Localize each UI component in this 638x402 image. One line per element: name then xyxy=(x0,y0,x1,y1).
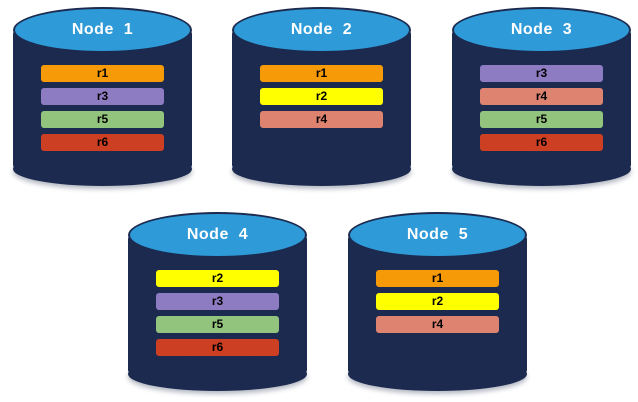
node-title: Node 1 xyxy=(71,21,134,38)
cylinder-top xyxy=(452,7,631,53)
replica-bar[interactable]: r1 xyxy=(260,65,383,82)
database-node-cylinder[interactable]: Node 2 r1 r2 r4 xyxy=(232,7,411,186)
database-node-cylinder[interactable]: Node 5 r1 r2 r4 xyxy=(348,212,527,391)
replica-bar[interactable]: r3 xyxy=(156,293,279,310)
replica-list: r1 r3 r5 r6 xyxy=(13,65,192,151)
database-node-cylinder[interactable]: Node 4 r2 r3 r5 r6 xyxy=(128,212,307,391)
node-title: Node 5 xyxy=(406,226,469,243)
cylinder-bottom xyxy=(348,357,527,391)
node-title: Node 4 xyxy=(186,226,249,243)
cylinder-top xyxy=(232,7,411,53)
cylinder-top xyxy=(348,212,527,258)
cylinder-top xyxy=(128,212,307,258)
replica-bar[interactable]: r5 xyxy=(156,316,279,333)
replica-bar[interactable]: r1 xyxy=(376,270,499,287)
replica-bar[interactable]: r3 xyxy=(41,88,164,105)
replica-bar[interactable]: r6 xyxy=(480,134,603,151)
replica-bar[interactable]: r4 xyxy=(376,316,499,333)
node-title: Node 3 xyxy=(510,21,573,38)
replica-list: r3 r4 r5 r6 xyxy=(452,65,631,151)
replica-list: r1 r2 r4 xyxy=(348,270,527,333)
replica-bar[interactable]: r2 xyxy=(260,88,383,105)
cylinder-bottom xyxy=(13,152,192,186)
replica-bar[interactable]: r2 xyxy=(376,293,499,310)
replica-bar[interactable]: r3 xyxy=(480,65,603,82)
database-node-cylinder[interactable]: Node 1 r1 r3 r5 r6 xyxy=(13,7,192,186)
replica-bar[interactable]: r4 xyxy=(480,88,603,105)
replica-bar[interactable]: r2 xyxy=(156,270,279,287)
cylinder-bottom xyxy=(232,152,411,186)
replica-bar[interactable]: r5 xyxy=(41,111,164,128)
database-node-cylinder[interactable]: Node 3 r3 r4 r5 r6 xyxy=(452,7,631,186)
replica-bar[interactable]: r6 xyxy=(156,339,279,356)
replica-bar[interactable]: r1 xyxy=(41,65,164,82)
replica-list: r1 r2 r4 xyxy=(232,65,411,128)
cylinder-top xyxy=(13,7,192,53)
replica-bar[interactable]: r5 xyxy=(480,111,603,128)
replica-list: r2 r3 r5 r6 xyxy=(128,270,307,356)
replica-bar[interactable]: r6 xyxy=(41,134,164,151)
cylinder-bottom xyxy=(128,357,307,391)
replica-bar[interactable]: r4 xyxy=(260,111,383,128)
node-title: Node 2 xyxy=(290,21,353,38)
cylinder-bottom xyxy=(452,152,631,186)
